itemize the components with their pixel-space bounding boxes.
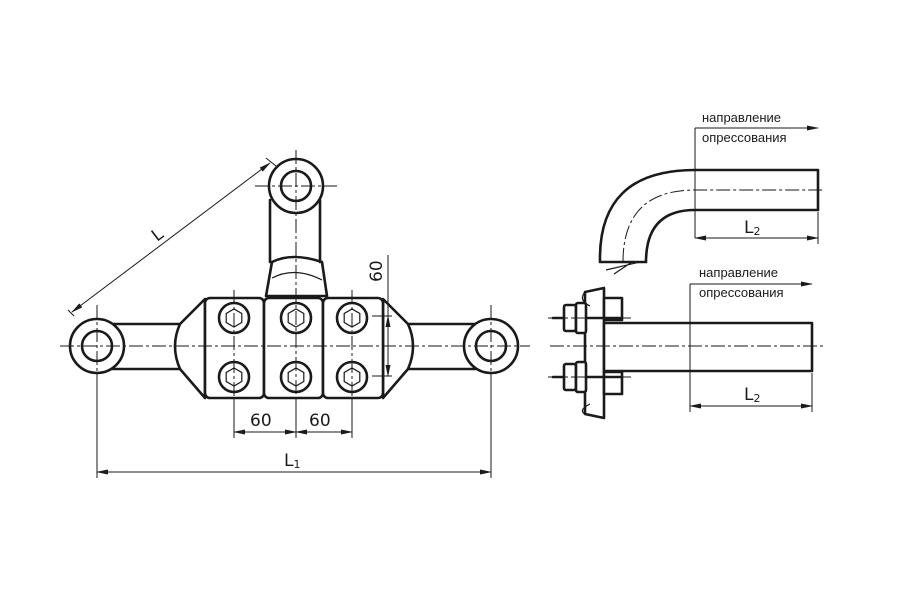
press-direction-top-line1: направление [702, 110, 781, 125]
mounting-plate [581, 286, 624, 420]
bolt-spacing-right-label: 60 [309, 411, 331, 431]
side-view: направление опрессования L2 направление … [548, 110, 825, 420]
press-direction-top: направление опрессования [694, 110, 819, 238]
press-direction-top-line2: опрессования [702, 130, 787, 145]
dimension-overall-length: L1 [96, 385, 492, 478]
dimension-vertical-label: 60 [367, 260, 387, 282]
bent-tube [598, 168, 825, 275]
press-direction-bottom-line1: направление [699, 265, 778, 280]
press-direction-bottom: направление опрессования [689, 265, 813, 412]
dimension-bend-length: L2 [694, 212, 819, 244]
dimension-vertical-60: 60 [367, 255, 392, 377]
right-arm [381, 297, 520, 400]
straight-length-label: L2 [744, 385, 760, 405]
bend-length-label: L2 [744, 218, 760, 238]
dimension-diagonal-label: L [148, 224, 168, 246]
front-view: L 60 60 60 L1 [60, 150, 530, 478]
left-arm [68, 297, 207, 400]
bolt-spacing-left-label: 60 [250, 411, 272, 431]
straight-tube [550, 321, 825, 373]
nut-lower [548, 360, 632, 394]
dimension-bolt-spacing: 60 60 [233, 400, 353, 438]
dimension-diagonal: L [67, 157, 277, 317]
dimension-straight-length: L2 [689, 373, 813, 412]
overall-length-label: L1 [284, 451, 300, 471]
nut-upper [548, 301, 632, 335]
press-direction-bottom-line2: опрессования [699, 285, 784, 300]
